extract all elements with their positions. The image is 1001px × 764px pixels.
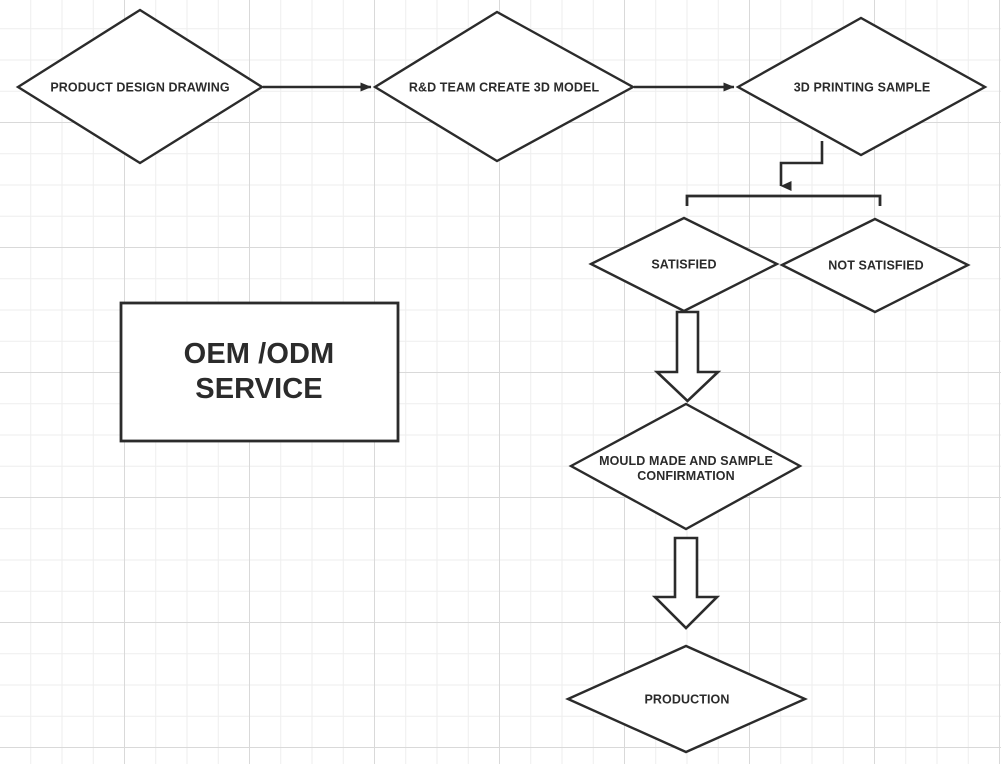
node-not-satisfied[interactable] xyxy=(779,217,971,314)
connector-mould-to-production-block-arrow xyxy=(651,536,721,630)
callout-box-oem-odm-service[interactable] xyxy=(119,301,400,443)
node-production[interactable] xyxy=(565,644,808,754)
connector-printing-to-decision xyxy=(779,141,824,191)
node-3d-printing-sample[interactable] xyxy=(735,16,988,157)
node-satisfied[interactable] xyxy=(588,216,780,313)
node-product-design-drawing[interactable] xyxy=(15,8,265,165)
connector-decision-split-bar xyxy=(685,194,882,206)
node-mould-made-and-sample-confirmation[interactable] xyxy=(568,402,803,531)
connector-satisfied-to-mould-block-arrow xyxy=(653,310,722,403)
node-rd-team-create-3d-model[interactable] xyxy=(372,10,636,163)
